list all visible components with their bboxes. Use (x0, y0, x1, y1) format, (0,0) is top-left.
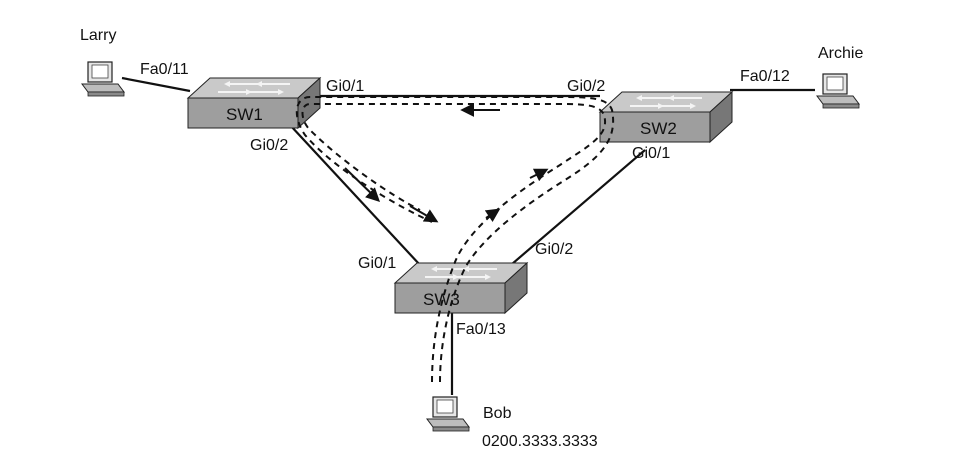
port-label-sw2-gi02: Gi0/2 (567, 78, 605, 95)
switch-sw3[interactable]: SW3 (394, 262, 528, 314)
frame-arrow-sw3-sw2 (529, 168, 549, 182)
switch-sw1[interactable]: SW1 (187, 77, 321, 129)
port-label-sw1-gi02: Gi0/2 (250, 137, 288, 154)
pc-icon-larry[interactable] (81, 61, 125, 97)
port-label-sw1-gi01: Gi0/1 (326, 78, 364, 95)
pc-icon-archie[interactable] (816, 73, 860, 109)
host-label-archie: Archie (818, 45, 863, 62)
link-sw2-sw3 (504, 149, 646, 271)
port-label-sw2-gi01: Gi0/1 (632, 145, 670, 162)
frame-arrow-sw3-sw2-b (484, 208, 501, 223)
pc-icon-bob[interactable] (426, 396, 470, 432)
frame-arrow-to-sw3 (409, 205, 439, 223)
port-label-sw3-gi02: Gi0/2 (535, 241, 573, 258)
link-larry-sw1 (121, 76, 191, 93)
link-sw1-sw3 (289, 124, 421, 266)
host-mac-bob: 0200.3333.3333 (482, 433, 598, 450)
port-label-archie-sw2: Fa0/12 (740, 68, 790, 85)
frame-flow-path (301, 103, 607, 383)
switch-sw2[interactable]: SW2 (599, 91, 733, 143)
port-label-bob-sw3: Fa0/13 (456, 321, 506, 338)
host-label-bob: Bob (483, 405, 512, 422)
port-label-larry-sw1: Fa0/11 (140, 61, 189, 78)
frame-flow-path-inner (295, 96, 615, 383)
host-label-larry: Larry (80, 27, 116, 44)
switch-label: SW1 (226, 105, 263, 124)
switch-label: SW2 (640, 119, 677, 138)
port-label-sw3-gi01: Gi0/1 (358, 255, 396, 272)
frame-arrow-sw1-sw3 (344, 167, 381, 202)
